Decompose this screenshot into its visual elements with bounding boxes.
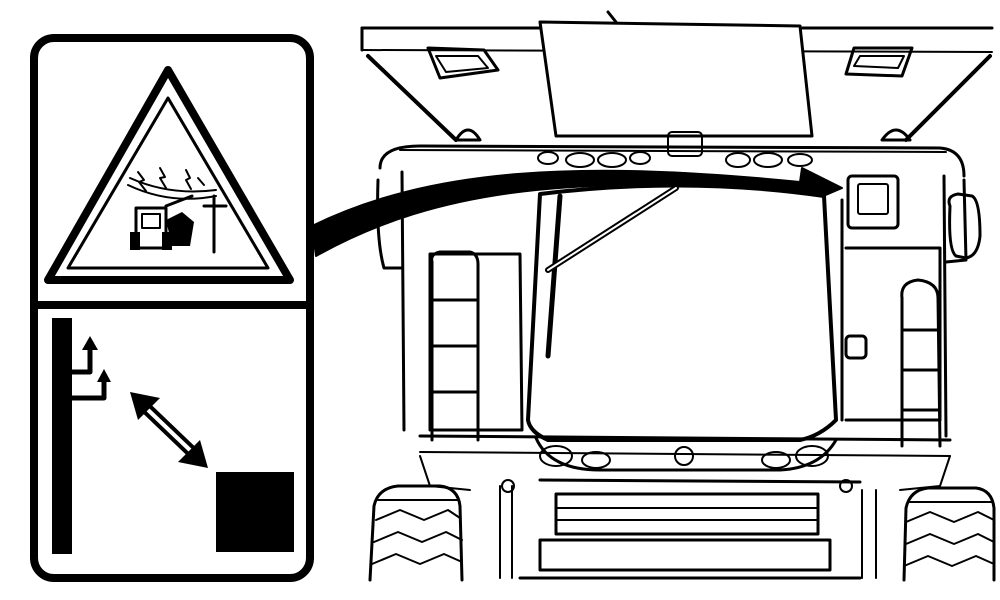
safety-decal	[30, 34, 314, 582]
combine-harvester-cab-front-view-icon	[360, 10, 996, 582]
triangle-warning-overhead-power-line-icon	[44, 66, 294, 284]
keep-safe-distance-from-power-line-icon	[52, 318, 294, 554]
